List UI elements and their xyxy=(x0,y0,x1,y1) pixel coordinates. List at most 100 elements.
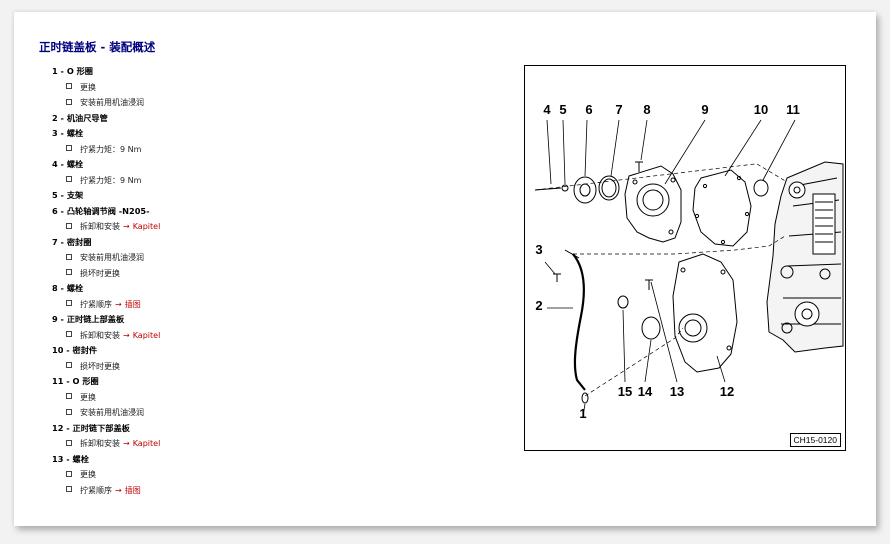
arrow-right-icon: → xyxy=(123,439,130,448)
list-item-title: 13 - 螺栓 xyxy=(52,452,522,468)
callout-number: 14 xyxy=(638,384,653,399)
note-text: 损坏时更换 xyxy=(80,268,120,278)
note-text: 拧紧力矩：9 Nm xyxy=(80,144,142,154)
list-item-note: 拆卸和安装→Kapitel xyxy=(52,436,522,452)
list-item-title: 8 - 螺栓 xyxy=(52,281,522,297)
list-item-title: 1 - O 形圈 xyxy=(52,64,522,80)
list-item-title: 5 - 支架 xyxy=(52,188,522,204)
bullet-square-icon xyxy=(66,439,72,446)
list-item-title: 7 - 密封圈 xyxy=(52,235,522,251)
item-name: 机油尺导管 xyxy=(66,112,108,123)
item-number: 13 xyxy=(52,453,64,464)
item-separator: - xyxy=(57,128,67,138)
item-separator: - xyxy=(57,190,67,200)
item-separator: - xyxy=(63,422,73,433)
item-number: 9 xyxy=(52,314,58,324)
item-separator: - xyxy=(63,345,73,355)
list-item-note: 拆卸和安装→Kapitel xyxy=(52,328,522,344)
list-item-note: 拧紧顺序→插图 xyxy=(52,297,522,313)
list-item-title: 3 - 螺栓 xyxy=(52,126,522,142)
reference-link[interactable]: Kapitel xyxy=(132,439,161,448)
callout-number: 11 xyxy=(786,102,800,117)
list-item-note: 拧紧力矩：9 Nm xyxy=(52,142,522,158)
bullet-square-icon xyxy=(66,222,72,229)
note-text: 拆卸和安装 xyxy=(80,222,120,231)
item-separator: - xyxy=(57,66,67,76)
note-text: 安装前用机油浸润 xyxy=(80,408,144,417)
item-name: 密封圈 xyxy=(66,236,92,247)
item-number: 3 xyxy=(52,128,58,138)
item-name: 螺栓 xyxy=(66,159,84,169)
note-text: 更换 xyxy=(80,82,96,92)
list-item-title: 10 - 密封件 xyxy=(52,343,522,359)
item-name: O 形圈 xyxy=(72,376,99,386)
list-item-note: 安装前用机油浸润 xyxy=(52,250,522,266)
item-separator: - xyxy=(57,112,67,123)
callout-number: 8 xyxy=(643,102,650,117)
callout-number: 6 xyxy=(585,102,592,117)
bullet-square-icon xyxy=(66,83,72,89)
page-title: 正时链盖板 - 装配概述 xyxy=(39,40,156,54)
list-item-note: 拧紧顺序→插图 xyxy=(52,483,522,499)
item-name: 支架 xyxy=(66,190,84,200)
note-text: 损坏时更换 xyxy=(80,361,120,371)
callout-number: 13 xyxy=(670,384,684,399)
bullet-square-icon xyxy=(66,393,72,399)
list-item-title: 6 - 凸轮轴调节阀 -N205- xyxy=(52,204,522,220)
item-separator: - xyxy=(63,376,73,386)
item-number: 8 xyxy=(52,283,58,293)
diagram-drawing xyxy=(534,119,844,417)
item-number: 11 xyxy=(52,376,64,386)
item-separator: - xyxy=(57,283,67,293)
item-separator: - xyxy=(63,453,73,464)
note-text: 拆卸和安装 xyxy=(80,439,120,448)
item-name: 凸轮轴调节阀 -N205- xyxy=(66,205,150,216)
bullet-square-icon xyxy=(66,486,72,492)
item-name: O 形圈 xyxy=(66,66,93,76)
bullet-square-icon xyxy=(66,269,72,275)
list-item-note: 更换 xyxy=(52,80,522,96)
callout-number: 15 xyxy=(618,384,632,399)
note-text: 更换 xyxy=(80,392,96,402)
item-separator: - xyxy=(57,236,67,247)
item-name: 螺栓 xyxy=(72,453,89,464)
reference-link[interactable]: 插图 xyxy=(124,485,141,495)
list-item-title: 4 - 螺栓 xyxy=(52,157,522,173)
item-name: 螺栓 xyxy=(66,128,84,138)
note-text: 拆卸和安装 xyxy=(80,330,120,340)
callout-number: 12 xyxy=(720,384,734,399)
bullet-square-icon xyxy=(66,408,72,415)
note-text: 拧紧顺序 xyxy=(80,299,112,309)
bullet-square-icon xyxy=(66,176,72,182)
item-number: 6 xyxy=(52,205,58,216)
list-item-title: 12 - 正时链下部盖板 xyxy=(52,421,522,437)
bullet-square-icon xyxy=(66,470,72,477)
item-name: 螺栓 xyxy=(66,283,84,293)
bullet-square-icon xyxy=(66,253,72,260)
reference-link[interactable]: Kapitel xyxy=(132,222,161,231)
callout-number: 7 xyxy=(615,102,622,117)
reference-link[interactable]: 插图 xyxy=(124,299,141,309)
list-item-title: 2 - 机油尺导管 xyxy=(52,111,522,127)
item-name: 正时链上部盖板 xyxy=(66,314,125,324)
arrow-right-icon: → xyxy=(115,299,122,309)
bullet-square-icon xyxy=(66,300,72,306)
item-name: 正时链下部盖板 xyxy=(72,422,130,433)
arrow-right-icon: → xyxy=(115,485,122,495)
list-item-note: 损坏时更换 xyxy=(52,266,522,282)
callout-number: 10 xyxy=(754,102,768,117)
reference-link[interactable]: Kapitel xyxy=(132,330,161,340)
list-item-note: 拆卸和安装→Kapitel xyxy=(52,219,522,235)
list-item-note: 更换 xyxy=(52,390,522,406)
callout-number: 1 xyxy=(579,406,586,421)
callout-number: 9 xyxy=(701,102,708,117)
note-text: 拧紧力矩：9 Nm xyxy=(80,175,142,185)
bullet-square-icon xyxy=(66,145,72,151)
callout-number: 3 xyxy=(535,242,542,257)
note-text: 更换 xyxy=(80,470,96,479)
item-separator: - xyxy=(57,314,67,324)
list-item-title: 9 - 正时链上部盖板 xyxy=(52,312,522,328)
